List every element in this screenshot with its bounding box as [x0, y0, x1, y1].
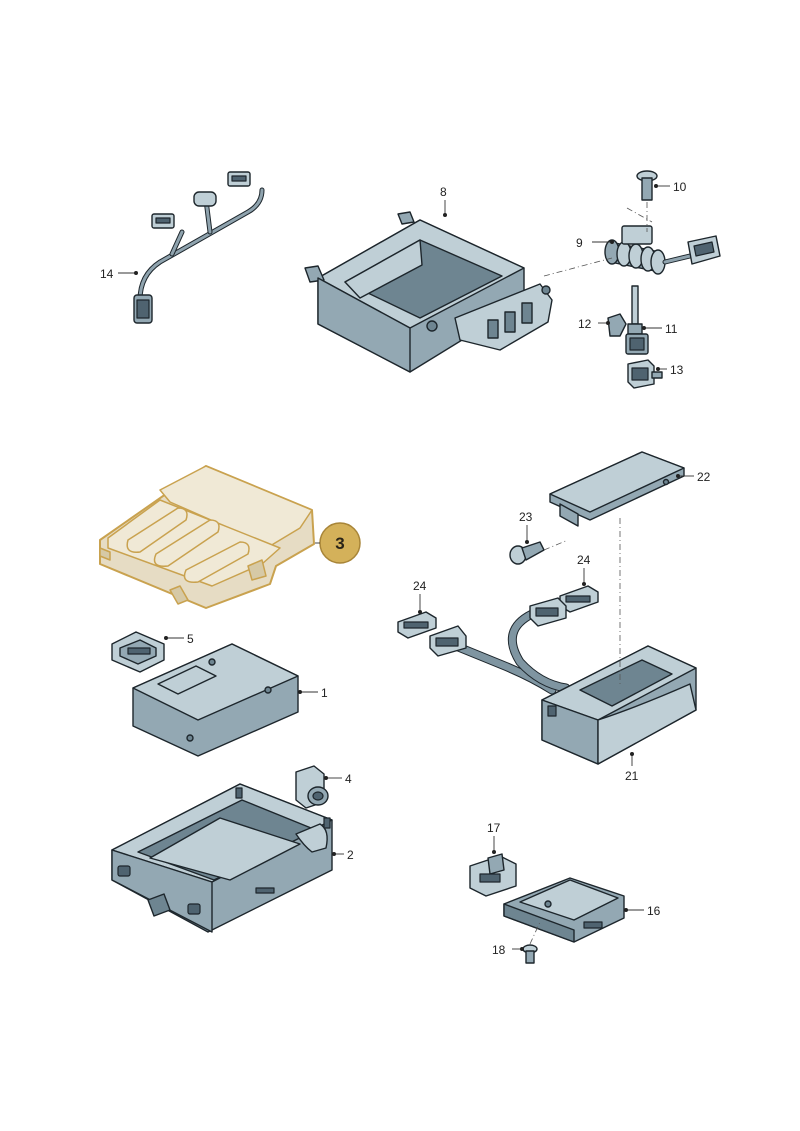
- part-16-holder[interactable]: [503, 877, 625, 943]
- callout-2: 2: [347, 848, 354, 862]
- callout-12: 12: [578, 317, 592, 331]
- callout-9: 9: [576, 236, 583, 250]
- assembly-line: [543, 539, 569, 551]
- part-22-cover-plate[interactable]: [549, 451, 685, 527]
- part-2-bracket-tray[interactable]: [111, 783, 333, 933]
- callout-13: 13: [670, 363, 684, 377]
- part-23-push-pin[interactable]: [509, 541, 545, 565]
- part-3-battery-pack[interactable]: [99, 465, 315, 609]
- callout-23: 23: [519, 510, 533, 524]
- callout-22: 22: [697, 470, 711, 484]
- callout-1: 1: [321, 686, 328, 700]
- callout-16: 16: [647, 904, 661, 918]
- callout-17: 17: [487, 821, 501, 835]
- assembly-line: [529, 921, 541, 945]
- badge-number-3: 3: [335, 534, 344, 553]
- callout-11: 11: [665, 322, 678, 336]
- callout-4: 4: [345, 772, 352, 786]
- part-13-connector[interactable]: [627, 359, 663, 389]
- callout-18: 18: [492, 943, 506, 957]
- callout-14: 14: [100, 267, 114, 281]
- callout-leaders: [118, 184, 694, 951]
- callout-5: 5: [187, 632, 194, 646]
- callout-24-right: 24: [577, 553, 591, 567]
- assembly-line: [543, 257, 613, 277]
- part-14-wiring-harness[interactable]: [133, 171, 265, 324]
- part-10-screw[interactable]: [636, 170, 658, 201]
- part-18-screw[interactable]: [522, 944, 538, 964]
- callout-21: 21: [625, 769, 639, 783]
- part-8-housing-tray[interactable]: [304, 211, 553, 373]
- part-9-coil-element[interactable]: [604, 225, 721, 275]
- part-11-sensor[interactable]: [625, 285, 649, 355]
- callout-24-left: 24: [413, 579, 427, 593]
- part-4-mounting-bush[interactable]: [295, 765, 329, 809]
- callout-badge-3: 3: [319, 522, 361, 564]
- part-24-connector-left[interactable]: [397, 611, 437, 639]
- part-5-connector[interactable]: [111, 631, 165, 673]
- callout-8: 8: [440, 185, 447, 199]
- part-1-control-module[interactable]: [132, 643, 299, 757]
- part-12-clip[interactable]: [607, 313, 627, 337]
- part-21-receiver-unit[interactable]: [429, 597, 697, 765]
- callout-numbers: 1 2 4 5 8 9 10 11 12 13 14 16 17 18 21 2…: [100, 180, 711, 957]
- callout-10: 10: [673, 180, 687, 194]
- part-17-latch[interactable]: [469, 853, 517, 897]
- assembly-line: [626, 207, 653, 223]
